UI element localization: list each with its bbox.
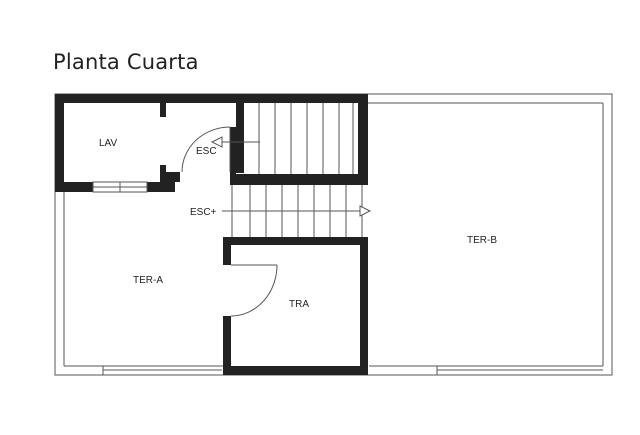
room-label-esc-plus: ESC+ [190, 207, 217, 218]
stair-arrow-esc [210, 136, 260, 148]
room-label-lav: LAV [99, 138, 117, 149]
room-label-tra: TRA [289, 299, 309, 310]
lav-window [92, 181, 148, 193]
walls [55, 94, 368, 375]
bottom-windows [102, 366, 603, 375]
room-label-ter-b: TER-B [467, 235, 497, 246]
door-lav [181, 126, 231, 173]
door-tra [230, 264, 278, 317]
room-label-esc: ESC [196, 146, 217, 157]
room-label-ter-a: TER-A [133, 275, 163, 286]
page-title: Planta Cuarta [53, 50, 199, 74]
outer-boundary [54, 93, 613, 376]
stair-arrow-esc-plus [222, 205, 372, 217]
stair-upper-flight [258, 103, 354, 174]
